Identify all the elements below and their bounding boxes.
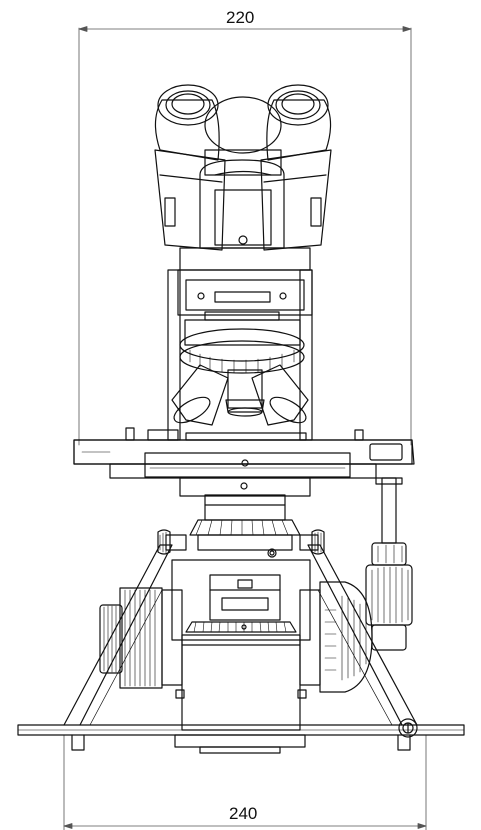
dimension-lines	[63, 26, 427, 830]
condenser	[179, 477, 311, 621]
illuminator-head	[177, 269, 313, 316]
dimension-label-top-width: 220	[223, 9, 258, 27]
base-plate	[17, 724, 465, 754]
lower-body	[171, 559, 311, 731]
focus-knob-left	[99, 587, 183, 689]
eyepiece-left	[154, 84, 226, 251]
field-diaphragm-ring	[185, 621, 297, 633]
condenser-knob-right	[299, 529, 325, 555]
dimension-label-bottom-width: 240	[226, 805, 261, 823]
stage-drive-knob	[365, 477, 413, 651]
power-switch	[398, 718, 418, 738]
binocular-head	[204, 96, 282, 176]
revolving-nosepiece	[179, 311, 305, 374]
eyepiece-right	[260, 84, 332, 251]
objectives	[171, 364, 309, 426]
stage	[73, 427, 415, 479]
condenser-knob-left	[157, 529, 187, 555]
observation-tube-body	[179, 159, 311, 271]
